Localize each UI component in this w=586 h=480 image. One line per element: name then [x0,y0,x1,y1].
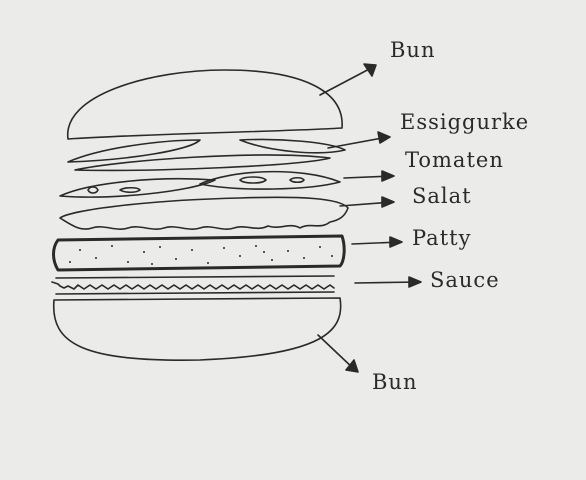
label-patty: Patty [412,226,472,250]
label-bun-bottom: Bun [372,370,418,394]
salad-layer [59,196,349,230]
bottom-bun [52,297,342,361]
sauce-layer [51,275,335,295]
label-salad: Salat [412,184,472,208]
patty-layer [52,234,346,272]
arrows [317,63,422,373]
top-bun [67,69,343,140]
label-bun-top: Bun [390,38,436,62]
pickle-layer [67,138,346,172]
label-pickle: Essiggurke [400,110,530,134]
tomato-layer [59,170,341,198]
label-sauce: Sauce [430,268,500,292]
label-tomato: Tomaten [405,148,504,172]
